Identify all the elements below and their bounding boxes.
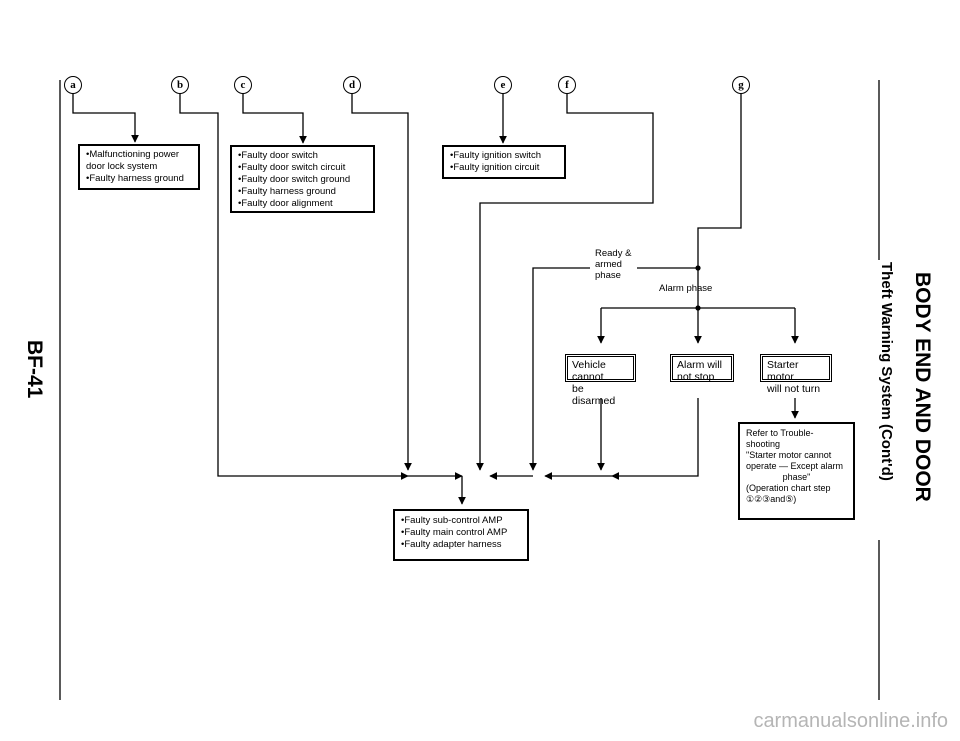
result-alarm-will-not-stop: Alarm will not stop bbox=[670, 354, 734, 383]
cause-item: Faulty door switch circuit bbox=[238, 162, 367, 174]
ready-armed-label: Ready & armed phase bbox=[595, 248, 632, 281]
input-a-marker: a bbox=[64, 76, 82, 94]
cause-item: Faulty ignition circuit bbox=[450, 162, 558, 174]
cause-item: Faulty door switch bbox=[238, 150, 367, 162]
result-vehicle-cannot-disarm: Vehicle cannot be disarmed bbox=[565, 354, 636, 407]
box-ignition-causes: Faulty ignition switch Faulty ignition c… bbox=[442, 145, 566, 179]
section-title: BODY END AND DOOR bbox=[911, 272, 934, 502]
cause-item: Faulty sub-control AMP bbox=[401, 515, 521, 527]
cause-item: Faulty harness ground bbox=[86, 173, 192, 185]
input-c-marker: c bbox=[234, 76, 252, 94]
input-d-marker: d bbox=[343, 76, 361, 94]
watermark: carmanualsonline.info bbox=[753, 710, 948, 732]
cause-item: Faulty harness ground bbox=[238, 186, 367, 198]
input-b-marker: b bbox=[171, 76, 189, 94]
box-amp-causes: Faulty sub-control AMP Faulty main contr… bbox=[393, 509, 529, 561]
cause-item: Faulty door switch ground bbox=[238, 174, 367, 186]
section-subtitle: Theft Warning System (Cont'd) bbox=[878, 262, 895, 481]
cause-item: Faulty adapter harness bbox=[401, 539, 521, 551]
cause-item: Malfunctioning power door lock system bbox=[86, 149, 192, 173]
input-e-marker: e bbox=[494, 76, 512, 94]
input-g-marker: g bbox=[732, 76, 750, 94]
input-f-marker: f bbox=[558, 76, 576, 94]
box-refer-troubleshooting: Refer to Trouble- shooting "Starter moto… bbox=[738, 422, 855, 520]
box-lock-causes: Malfunctioning power door lock system Fa… bbox=[78, 144, 200, 190]
result-starter-will-not-turn: Starter motor will not turn bbox=[760, 354, 832, 395]
alarm-phase-label: Alarm phase bbox=[659, 283, 713, 294]
page-number: BF-41 bbox=[23, 340, 46, 399]
box-door-causes: Faulty door switch Faulty door switch ci… bbox=[230, 145, 375, 213]
cause-item: Faulty ignition switch bbox=[450, 150, 558, 162]
cause-item: Faulty main control AMP bbox=[401, 527, 521, 539]
cause-item: Faulty door alignment bbox=[238, 198, 367, 210]
